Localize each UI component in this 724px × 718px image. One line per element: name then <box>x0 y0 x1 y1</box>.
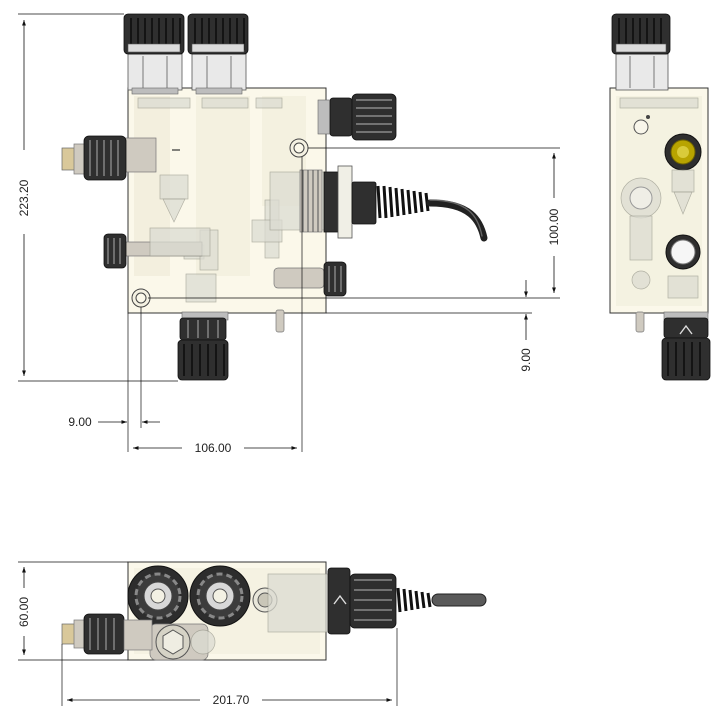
hex-plug-icon <box>149 623 216 661</box>
dim-height-total: 223.20 <box>17 179 31 216</box>
dimensions: 223.20 100.00 9.00 9.00 106.00 60.00 <box>17 13 561 707</box>
side-connector-left <box>61 135 127 181</box>
front-view <box>61 13 488 381</box>
bottom-valve-cap <box>177 273 229 381</box>
dim-hole-offset-bottom: 9.00 <box>519 348 533 372</box>
top-valve-cap-left <box>123 13 185 95</box>
mounting-hole-bottom-left <box>131 288 151 308</box>
yellow-float-icon <box>664 133 702 171</box>
dim-width-total: 201.70 <box>213 693 250 707</box>
bleed-knob-right <box>273 261 347 297</box>
sensor-with-cable <box>269 165 488 242</box>
top-valve-cap-right <box>187 13 249 95</box>
bottom-port-left <box>127 565 189 627</box>
bottom-view <box>61 561 487 661</box>
dim-hole-spacing-vertical: 100.00 <box>547 208 561 245</box>
bleed-knob-left <box>103 233 127 269</box>
mounting-hole-top-right <box>289 138 309 158</box>
dim-hole-offset-left: 9.00 <box>68 415 92 429</box>
bottom-port-right <box>189 565 251 627</box>
side-view <box>609 13 711 381</box>
white-knob-icon <box>665 234 701 270</box>
side-connector-right-top <box>317 93 397 141</box>
dim-hole-spacing-horizontal: 106.00 <box>195 441 232 455</box>
dim-depth: 60.00 <box>17 597 31 627</box>
